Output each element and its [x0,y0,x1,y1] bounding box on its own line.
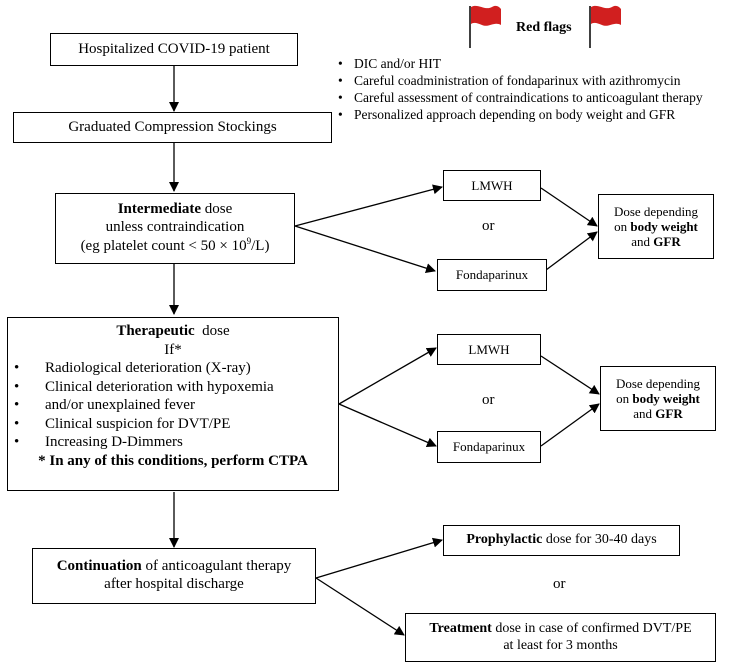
therapeutic-suffix: dose [194,323,230,339]
continuation-box: Continuation of anticoagulant therapy af… [32,548,316,604]
red-flags-title: Red flags [516,20,572,35]
dose-2-line2-bold: body weight [632,390,700,406]
stockings-box: Graduated Compression Stockings [13,112,332,143]
or-label-3: or [553,576,566,592]
lmwh-box-1: LMWH [443,170,541,201]
fondaparinux-label-2: Fondaparinux [452,439,526,455]
intermediate-bold: Intermediate [117,200,202,217]
start-box: Hospitalized COVID-19 patient [50,33,298,66]
arrow-intermediate-to-fondaparinux-1 [294,225,436,274]
therapeutic-condition: and/or unexplained fever [8,396,338,415]
arrow-therapeutic-to-lmwh-2 [338,347,437,405]
therapeutic-dose-box: Therapeutic dose If* Radiological deteri… [7,317,339,491]
stockings-label: Graduated Compression Stockings [68,118,277,135]
arrow-fondaparinux-1-to-dose-1 [545,231,598,271]
therapeutic-condition: Increasing D-Dimmers [8,433,338,452]
start-label: Hospitalized COVID-19 patient [78,40,270,57]
red-flag-item: Careful coadministration of fondaparinux… [338,72,703,89]
lmwh-box-2: LMWH [437,334,541,365]
dose-depending-box-2: Dose depending on body weight and GFR [600,366,716,431]
arrow-intermediate-to-lmwh-1 [294,184,443,227]
treatment-suffix: dose in case of confirmed DVT/PE [491,620,692,636]
fondaparinux-box-1: Fondaparinux [437,259,547,291]
dose-depending-box-1: Dose depending on body weight and GFR [598,194,714,259]
therapeutic-footnote: * In any of this conditions, perform CTP… [38,452,308,469]
treatment-box: Treatment dose in case of confirmed DVT/… [405,613,716,662]
prophylactic-box: Prophylactic dose for 30-40 days [443,525,680,556]
lmwh-label-2: LMWH [468,341,510,357]
dose-2-line2-pre: on [616,390,633,406]
red-flag-item: DIC and/or HIT [338,55,703,72]
red-flag-icon-left [469,5,501,48]
therapeutic-if: If* [164,341,182,358]
or-label-2: or [482,392,495,408]
dose-1-line1: Dose depending [613,203,699,219]
dose-1-line3-bold: GFR [653,234,681,250]
intermediate-suffix: dose [201,200,233,217]
arrow-lmwh-2-to-dose-2 [540,355,600,395]
dose-2-line3-pre: and [633,406,656,422]
lmwh-label-1: LMWH [471,177,513,193]
arrow-continuation-to-treatment [315,577,405,636]
arrow-therapeutic-to-fondaparinux-2 [338,403,437,448]
therapeutic-condition: Clinical suspicion for DVT/PE [8,415,338,434]
dose-2-line1: Dose depending [615,375,701,391]
prophylactic-bold: Prophylactic [466,532,543,548]
continuation-bold: Continuation [56,558,142,575]
dose-1-line2-pre: on [614,218,631,234]
intermediate-line3-pre: (eg platelet count < 50 × 10 [80,238,247,255]
dose-2-line3-bold: GFR [655,406,683,422]
red-flag-icon-right [589,5,621,48]
arrow-lmwh-1-to-dose-1 [540,187,598,227]
arrow-continuation-to-prophylactic [315,537,443,579]
treatment-bold: Treatment [429,620,492,636]
or-label-1: or [482,218,495,234]
dose-1-line2-bold: body weight [630,218,698,234]
red-flags-list: DIC and/or HIT Careful coadministration … [338,55,703,123]
intermediate-line3-post: /L) [251,238,270,255]
dose-1-line3-pre: and [631,234,654,250]
arrow-fondaparinux-2-to-dose-2 [540,403,600,447]
therapeutic-bold: Therapeutic [116,323,195,339]
intermediate-line2: unless contraindication [105,218,245,235]
therapeutic-condition: Clinical deterioration with hypoxemia [8,378,338,397]
red-flag-item: Personalized approach depending on body … [338,106,703,123]
therapeutic-condition: Radiological deterioration (X-ray) [8,359,338,378]
therapeutic-conditions-list: Radiological deterioration (X-ray) Clini… [8,359,338,452]
treatment-line2: at least for 3 months [503,637,618,653]
intermediate-line3-sup: 9 [246,236,252,247]
fondaparinux-label-1: Fondaparinux [455,267,529,283]
intermediate-dose-box: Intermediate dose unless contraindicatio… [55,193,295,264]
red-flag-item: Careful assessment of contraindications … [338,89,703,106]
fondaparinux-box-2: Fondaparinux [437,431,541,463]
prophylactic-suffix: dose for 30-40 days [542,532,657,548]
continuation-suffix: of anticoagulant therapy [141,558,292,575]
continuation-line2: after hospital discharge [104,576,244,592]
